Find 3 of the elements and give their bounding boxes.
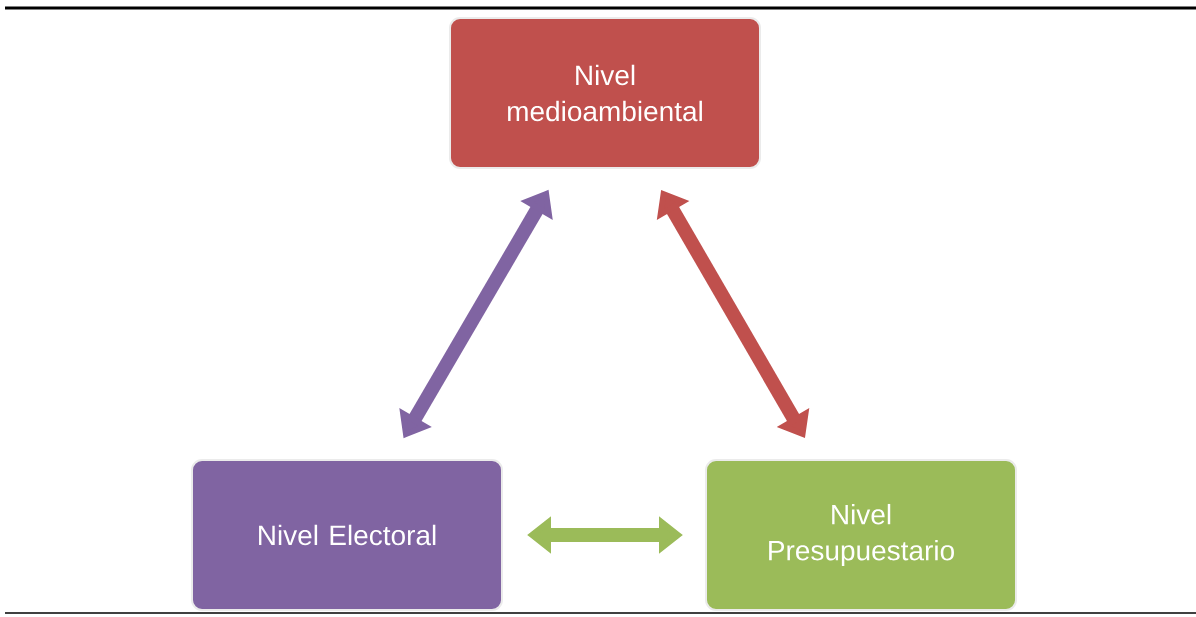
level-box: Nivel medioambiental (449, 17, 761, 169)
level-box: Nivel Presupuestario (705, 459, 1017, 611)
level-box: Nivel Electoral (191, 459, 503, 611)
